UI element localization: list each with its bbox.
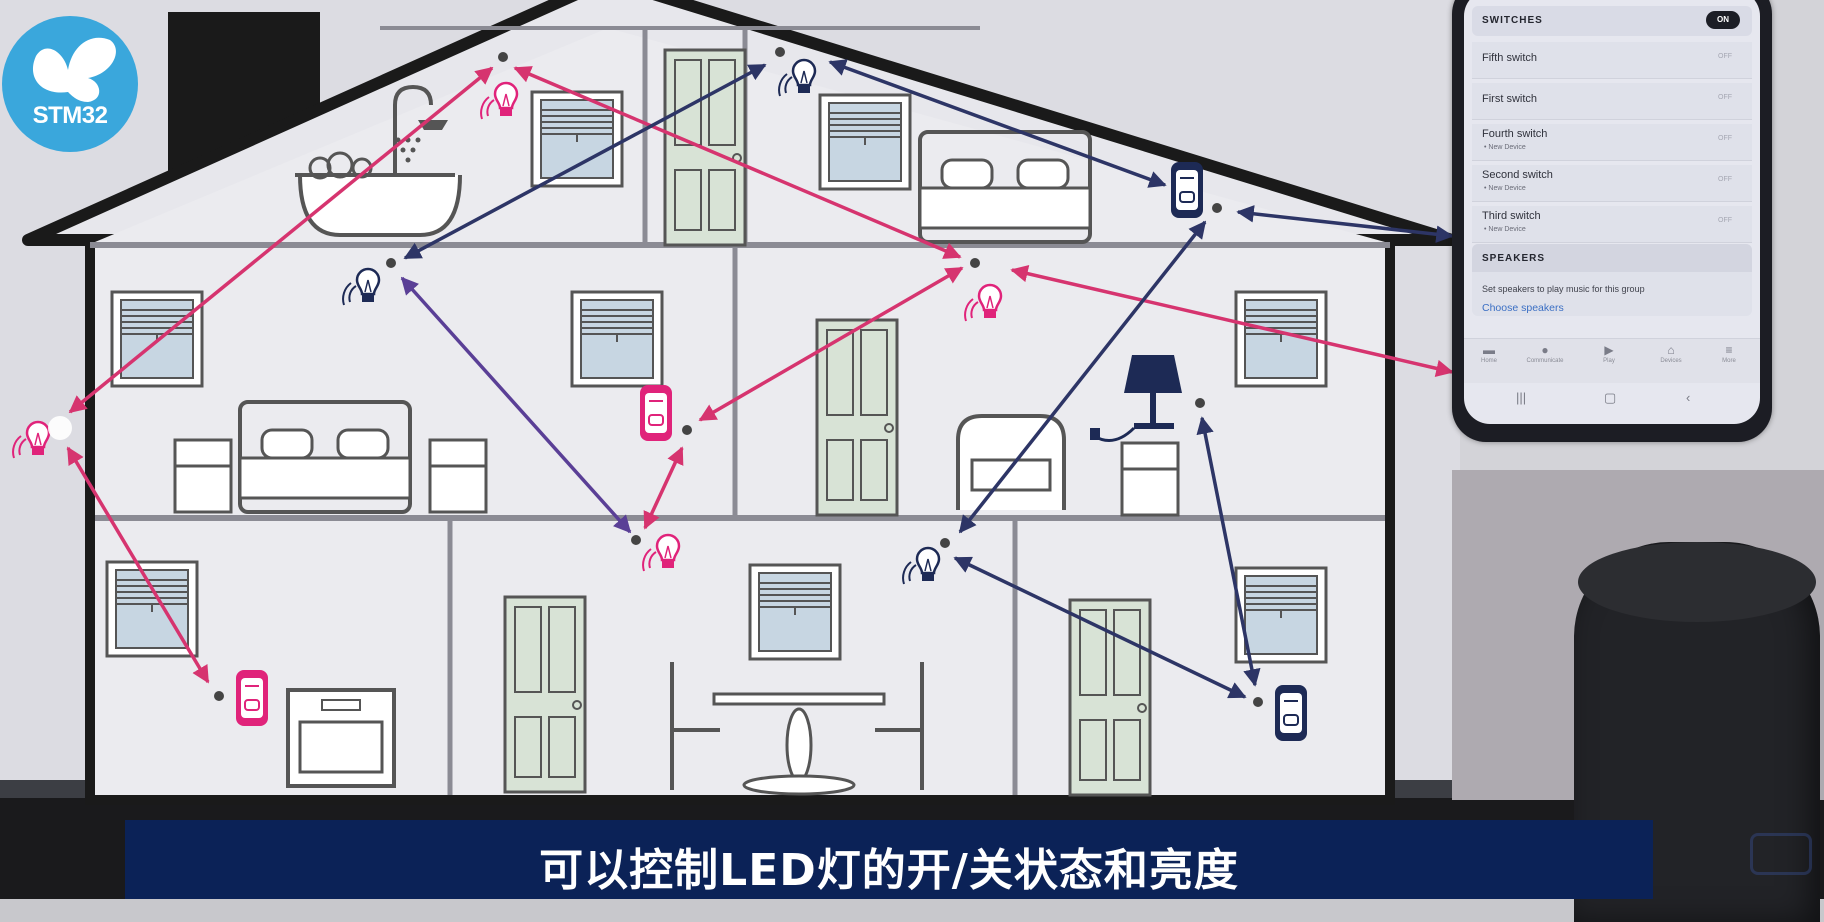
switch-label: Third switch [1482,210,1541,222]
choose-speakers-link[interactable]: Choose speakers [1482,302,1564,314]
nav-play[interactable]: ▶Play [1584,343,1634,364]
phone-screen: SWITCHES ON Fifth switch OFF First switc… [1464,0,1760,424]
speaker-top [1578,542,1816,622]
all-switches-toggle[interactable]: ON [1706,11,1740,29]
switches-title: SWITCHES [1482,15,1543,26]
recents-icon[interactable]: ||| [1516,390,1527,405]
switch-label: Second switch [1482,169,1553,181]
switch-sub: • New Device [1484,226,1526,233]
nav-home[interactable]: ▬Home [1464,343,1514,364]
speakers-title: SPEAKERS [1482,253,1546,264]
switch-row-fourth[interactable]: Fourth switch • New Device OFF [1472,124,1752,161]
smartphone: SWITCHES ON Fifth switch OFF First switc… [1452,0,1772,442]
home-button-icon[interactable]: ▢ [1604,390,1617,405]
switch-label: Fourth switch [1482,128,1548,140]
nav-more[interactable]: ≡More [1704,343,1754,364]
watermark-icon [1750,833,1812,875]
nav-label: Communicate [1526,358,1564,364]
nav-label: Devices [1660,358,1682,364]
stm32-logo: STM32 [2,16,138,152]
chat-icon: ● [1541,343,1549,357]
android-nav-bar: ||| ▢ ‹ [1464,384,1760,414]
speakers-header: SPEAKERS [1472,244,1752,272]
switch-state[interactable]: OFF [1718,217,1732,224]
back-icon[interactable]: ‹ [1686,390,1691,405]
bottom-nav: ▬Home ●Communicate ▶Play ⌂Devices ≡More [1464,338,1760,383]
switch-row-third[interactable]: Third switch • New Device OFF [1472,206,1752,243]
nav-label: Play [1603,358,1615,364]
switch-label: First switch [1482,93,1537,105]
switch-state[interactable]: OFF [1718,94,1732,101]
switch-state[interactable]: OFF [1718,135,1732,142]
menu-icon: ≡ [1725,343,1733,357]
nav-label: More [1722,358,1736,364]
switch-row-first[interactable]: First switch OFF [1472,83,1752,120]
devices-icon: ⌂ [1667,343,1675,357]
speakers-section: SPEAKERS Set speakers to play music for … [1472,244,1752,316]
nav-label: Home [1480,358,1497,364]
logo-text: STM32 [32,102,108,129]
switch-sub: • New Device [1484,144,1526,151]
switch-sub: • New Device [1484,185,1526,192]
switch-label: Fifth switch [1482,52,1538,64]
subtitle-bar: 可以控制LED灯的开/关状态和亮度 [125,820,1653,899]
nav-communicate[interactable]: ●Communicate [1520,343,1570,364]
switch-row-fifth[interactable]: Fifth switch OFF [1472,42,1752,79]
butterfly-icon [32,37,116,103]
switch-row-second[interactable]: Second switch • New Device OFF [1472,165,1752,202]
nav-devices[interactable]: ⌂Devices [1646,343,1696,364]
play-icon: ▶ [1604,343,1614,357]
switch-state[interactable]: OFF [1718,53,1732,60]
switch-state[interactable]: OFF [1718,176,1732,183]
speakers-description: Set speakers to play music for this grou… [1482,284,1645,294]
switches-section-header: SWITCHES ON [1472,6,1752,36]
home-icon: ▬ [1483,343,1495,357]
subtitle-text: 可以控制LED灯的开/关状态和亮度 [539,845,1239,896]
